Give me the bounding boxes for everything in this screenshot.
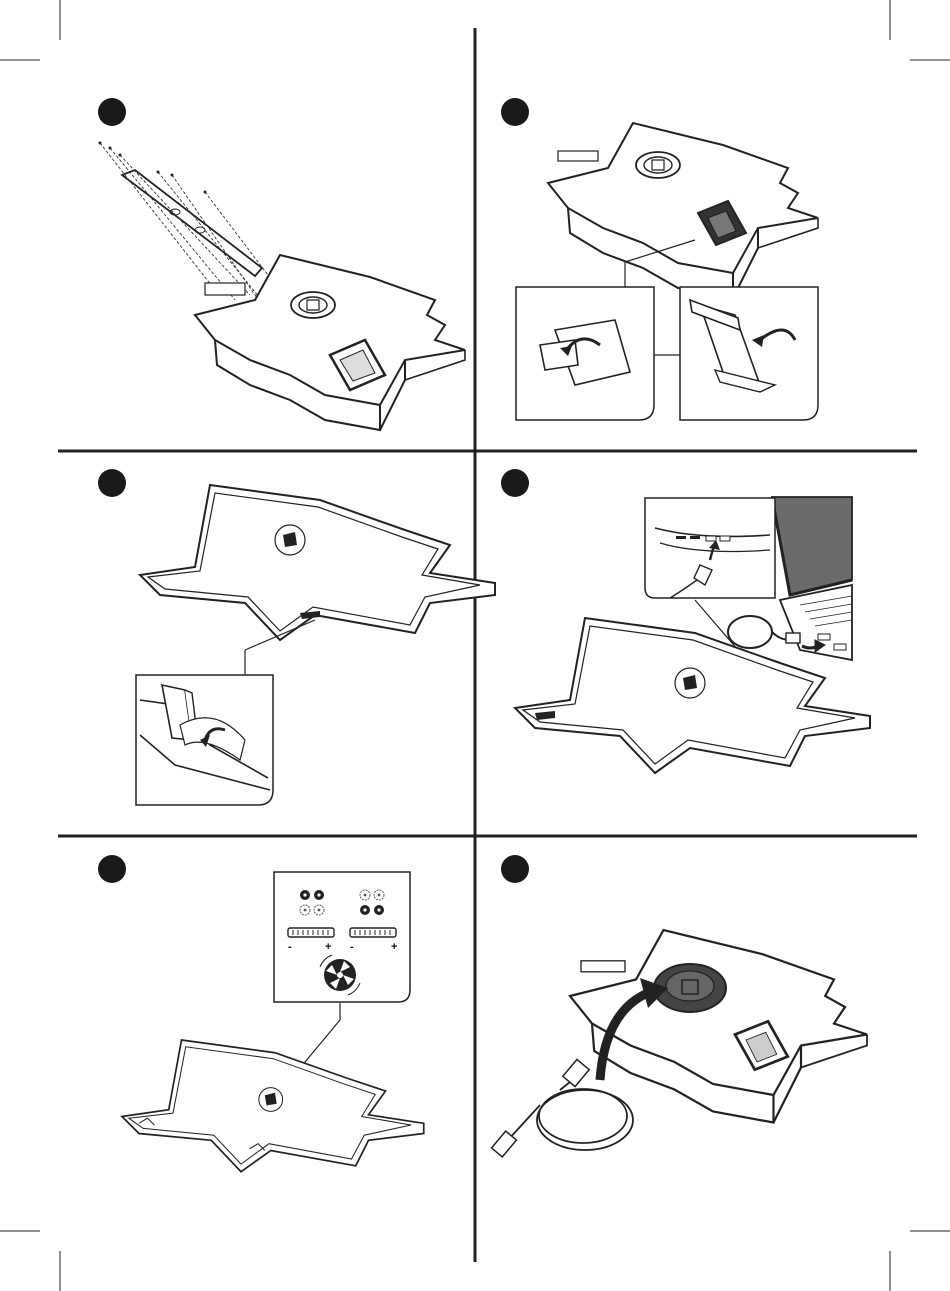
laptop-illustration — [772, 497, 852, 660]
step-2-panel — [501, 98, 818, 420]
detail-foot-folded — [516, 287, 654, 420]
plus-label-right: + — [391, 941, 397, 953]
cooling-pad-illustration — [140, 485, 495, 640]
step-6-panel — [492, 855, 867, 1157]
cooling-pad-illustration — [122, 1040, 424, 1172]
detail-front-stop — [136, 675, 273, 805]
step-3-bullet — [98, 469, 126, 497]
cooling-pad-illustration — [195, 255, 465, 430]
detail-usb-port — [645, 498, 775, 598]
speed-dial-left — [288, 928, 334, 937]
fan-speed-control-detail: - + - + — [274, 872, 410, 1002]
detail-foot-raised — [680, 287, 818, 420]
step-3-panel — [98, 469, 495, 805]
step-5-bullet — [98, 855, 126, 883]
cooling-pad-illustration — [548, 123, 818, 298]
step-4-bullet — [501, 469, 529, 497]
minus-label-left: - — [288, 941, 292, 953]
callout-leader — [300, 1020, 340, 1068]
minus-label-right: - — [350, 941, 354, 953]
step-5-panel: - + - + — [98, 855, 424, 1172]
plus-label-left: + — [325, 941, 331, 953]
usb-cable — [492, 1059, 633, 1156]
step-6-bullet — [501, 855, 529, 883]
step-4-panel — [501, 469, 870, 773]
speed-dial-right — [350, 928, 396, 937]
step-1-panel — [98, 98, 465, 430]
step-1-bullet — [98, 98, 126, 126]
side-rail-illustration — [122, 170, 262, 276]
step-2-bullet — [501, 98, 529, 126]
